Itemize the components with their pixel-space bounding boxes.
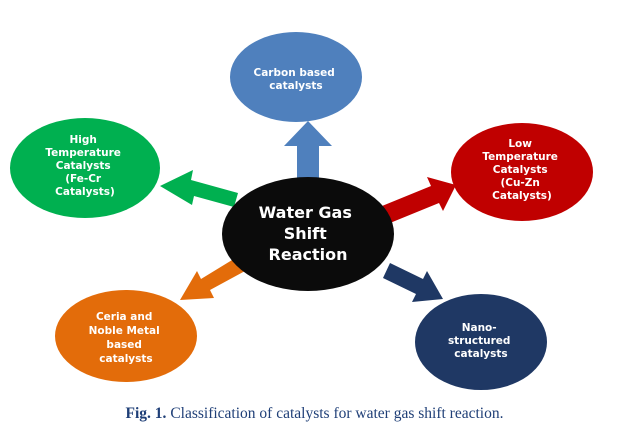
arrow-to-high-temp	[160, 170, 238, 207]
arrow-to-ceria	[180, 257, 245, 300]
node-low-temp-line-4: (Cu-Zn	[500, 177, 539, 189]
node-high-temp-shape	[10, 118, 160, 218]
node-low-temp-shape	[451, 123, 593, 221]
svg-text:Carbon based catalysts: Carbon based catalysts	[254, 67, 339, 92]
arrow-to-nano	[383, 263, 443, 302]
svg-text:Low Temperature Ca: Low Temperature Catalysts (Cu-Zn Catalys…	[482, 138, 561, 202]
node-low-temp-line-5: Catalysts)	[492, 190, 552, 202]
center-node-shape	[222, 177, 394, 291]
node-carbon: Carbon based catalysts	[230, 32, 362, 122]
node-ceria: Ceria and Noble Metal based catalysts	[55, 290, 197, 382]
node-ceria-line-4: catalysts	[99, 353, 152, 365]
center-node: Water Gas Shift Reaction	[222, 177, 394, 291]
node-carbon-line-1: Carbon based	[254, 67, 335, 79]
figure-label: Fig. 1.	[125, 405, 167, 422]
node-ceria-line-2: Noble Metal	[89, 325, 160, 337]
arrow-to-carbon	[284, 121, 332, 178]
center-line-1: Water Gas	[259, 203, 352, 222]
node-nano: Nano- structured catalysts	[415, 294, 547, 390]
node-nano-line-2: structured	[448, 335, 510, 347]
node-low-temp-line-1: Low	[508, 138, 532, 150]
node-high-temp-line-2: Temperature	[45, 147, 121, 159]
node-high-temp-line-3: Catalysts	[56, 160, 111, 172]
node-high-temp-line-4: (Fe-Cr	[65, 173, 102, 185]
node-high-temp-line-5: Catalysts)	[55, 186, 115, 198]
svg-text:Water Gas Shift Re: Water Gas Shift Reaction	[259, 203, 358, 264]
svg-text:Ceria and Noble Metal: Ceria and Noble Metal based catalysts	[89, 311, 164, 365]
figure-caption: Fig. 1. Classification of catalysts for …	[0, 405, 629, 423]
figure-caption-text: Classification of catalysts for water ga…	[170, 405, 504, 422]
node-carbon-line-2: catalysts	[269, 80, 322, 92]
node-low-temp: Low Temperature Catalysts (Cu-Zn Catalys…	[451, 123, 593, 221]
node-carbon-shape	[230, 32, 362, 122]
node-low-temp-line-3: Catalysts	[493, 164, 548, 176]
svg-text:Nano- structured c: Nano- structured catalysts	[448, 322, 514, 360]
node-nano-shape	[415, 294, 547, 390]
arrow-to-low-temp	[382, 177, 456, 223]
node-nano-line-1: Nano-	[462, 322, 497, 334]
svg-text:High Temperature C: High Temperature Catalysts (Fe-Cr Cataly…	[45, 134, 124, 198]
center-line-2: Shift	[284, 224, 327, 243]
center-line-3: Reaction	[269, 245, 348, 264]
node-high-temp-line-1: High	[69, 134, 96, 146]
node-low-temp-line-2: Temperature	[482, 151, 558, 163]
node-ceria-shape	[55, 290, 197, 382]
node-nano-line-3: catalysts	[454, 348, 507, 360]
node-ceria-line-1: Ceria and	[96, 311, 152, 323]
node-ceria-line-3: based	[106, 339, 142, 351]
node-high-temp: High Temperature Catalysts (Fe-Cr Cataly…	[10, 118, 160, 218]
arrows-layer	[160, 121, 456, 302]
